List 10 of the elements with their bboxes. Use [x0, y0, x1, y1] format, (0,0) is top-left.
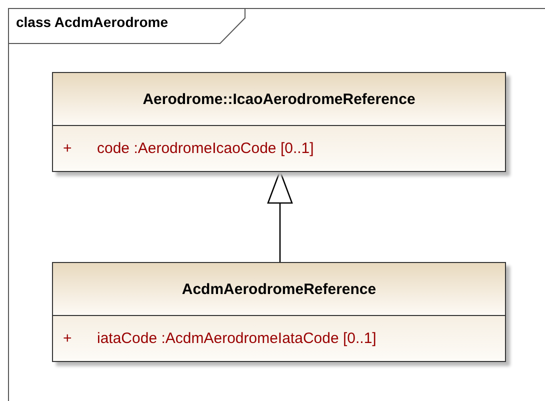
class-name: AcdmAerodromeReference — [182, 280, 376, 298]
diagram-title: class AcdmAerodrome — [16, 14, 168, 30]
visibility-marker: + — [63, 140, 73, 157]
class-box — [52, 262, 506, 362]
visibility-marker: + — [63, 330, 73, 347]
attribute-text: iataCode :AcdmAerodromeIataCode [0..1] — [97, 330, 376, 347]
generalization-arrow — [267, 170, 293, 262]
class-box — [52, 72, 506, 172]
class-name: Aerodrome::IcaoAerodromeReference — [142, 90, 416, 108]
attribute-text: code :AerodromeIcaoCode [0..1] — [97, 140, 314, 157]
